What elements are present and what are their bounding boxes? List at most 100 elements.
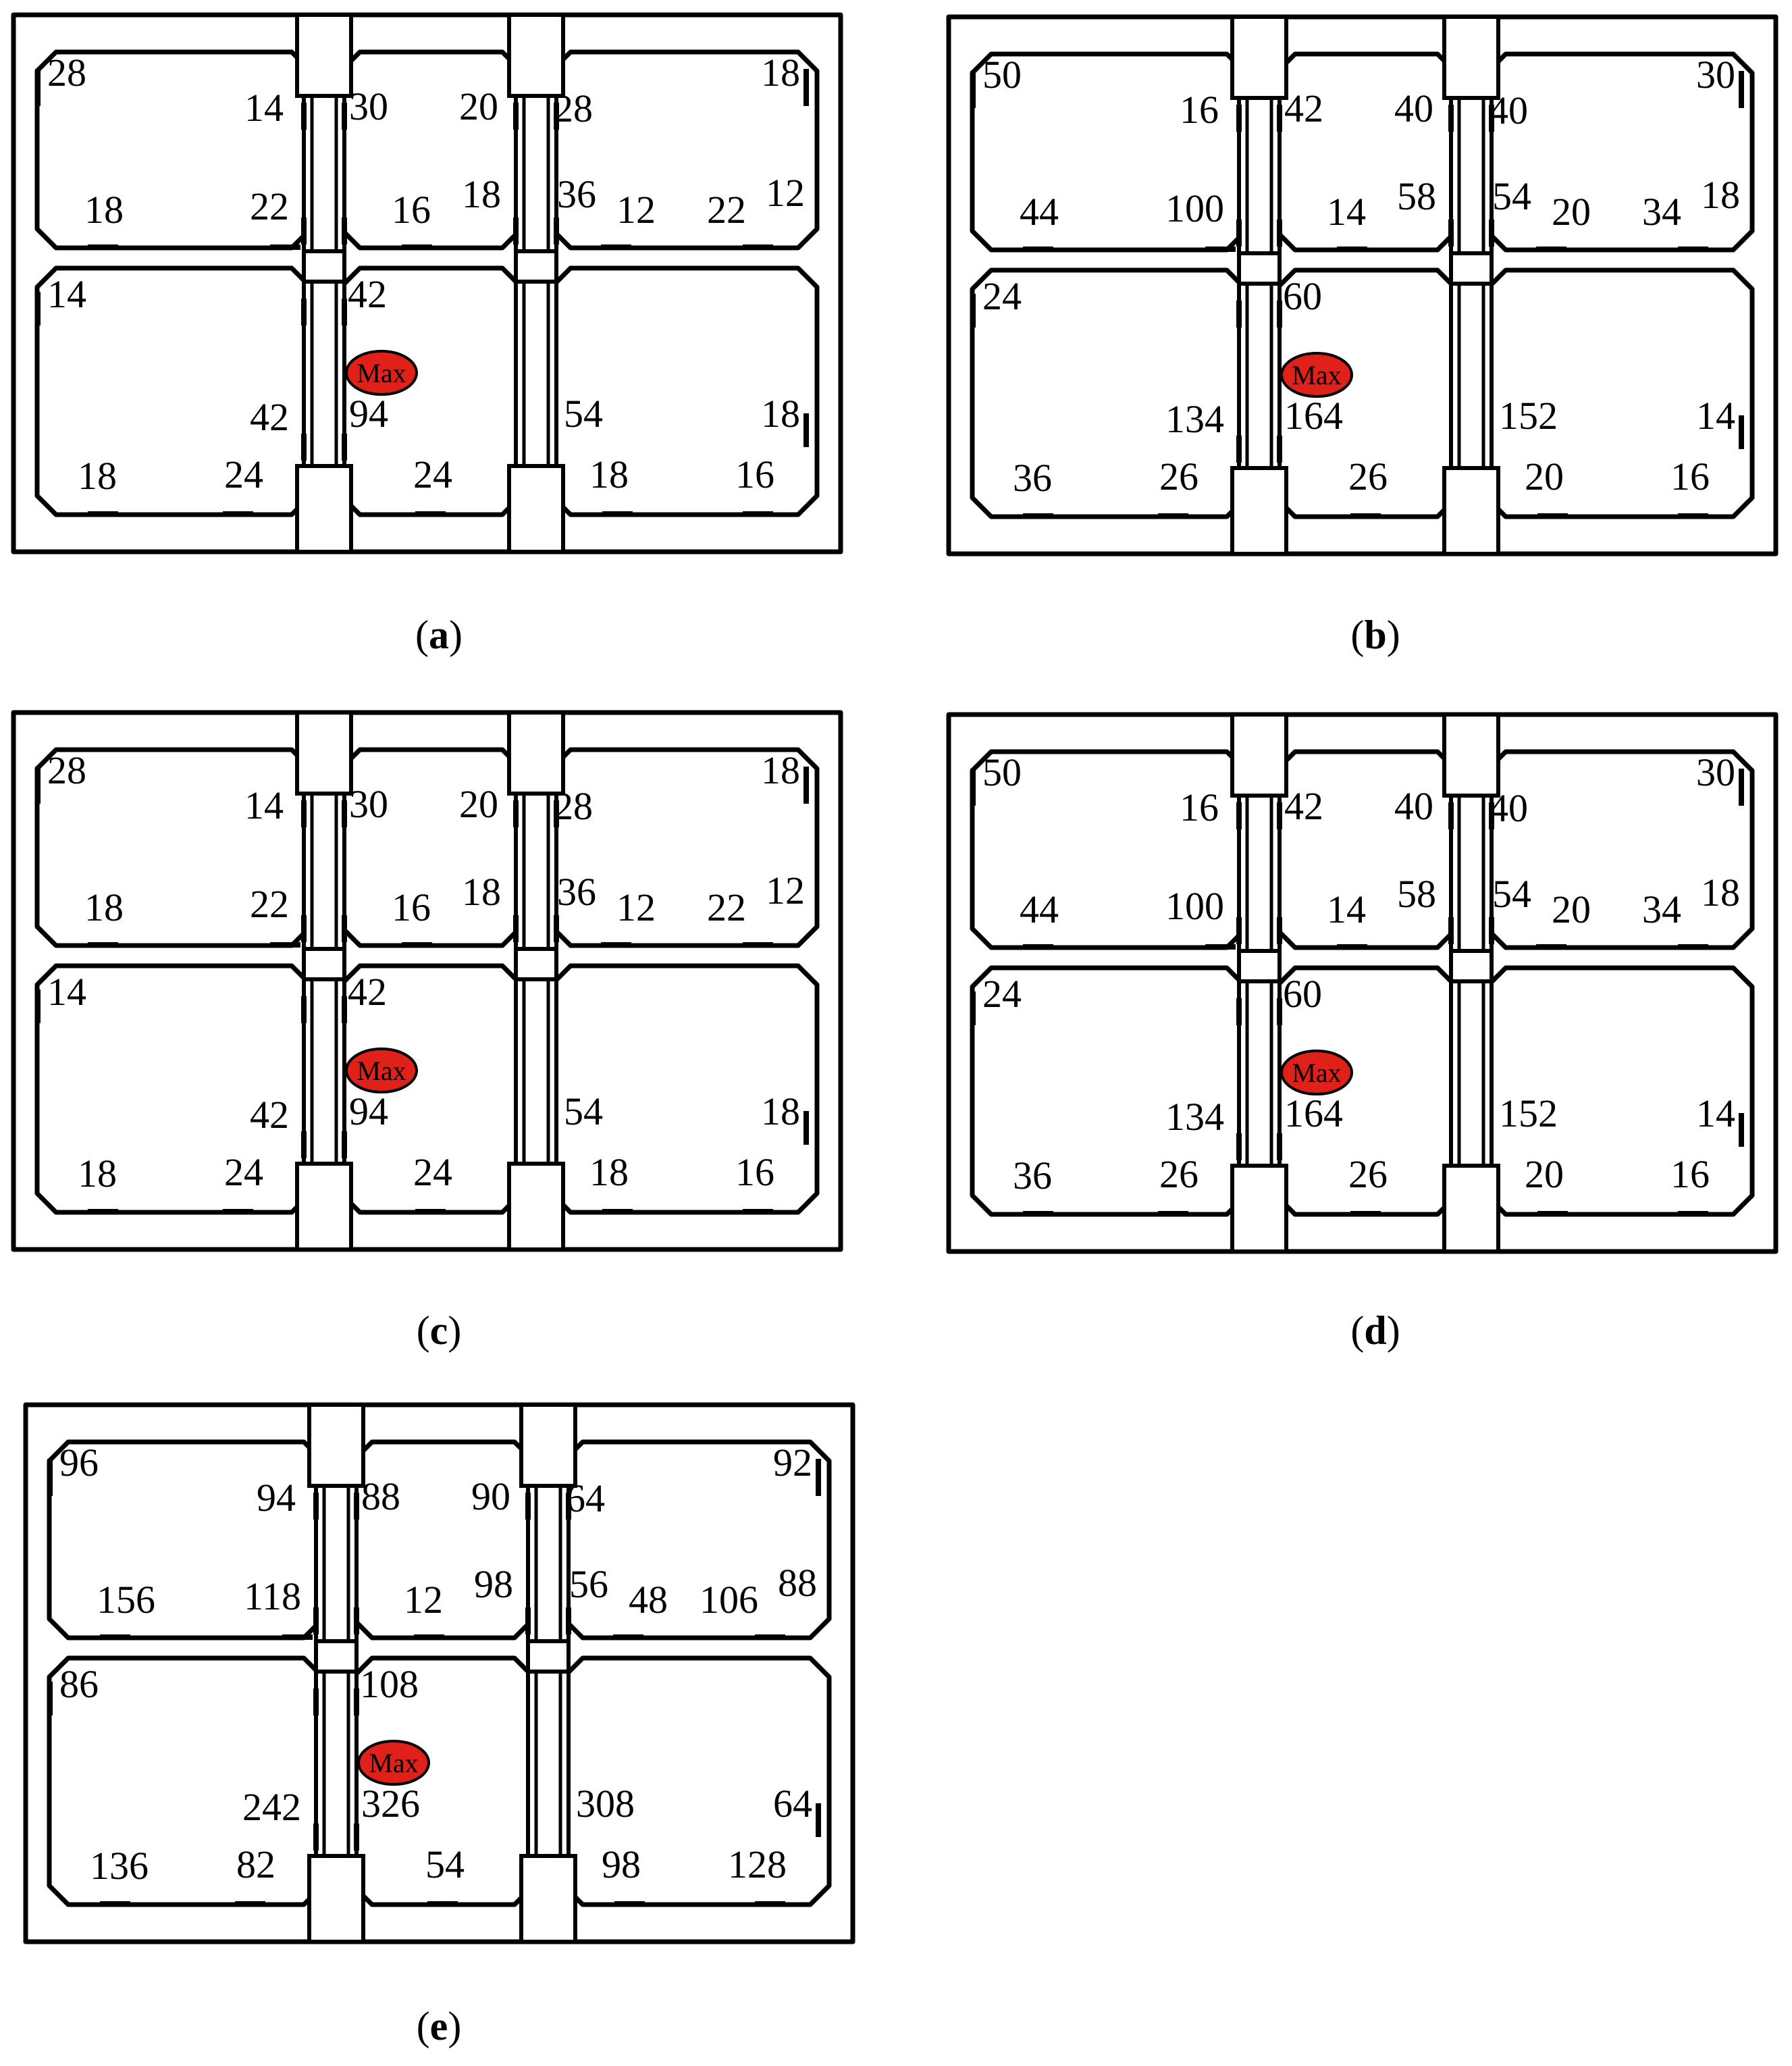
measurement-label: 26 — [1348, 1152, 1388, 1196]
gauge-mark — [282, 1634, 313, 1640]
measurement-label: 156 — [97, 1578, 155, 1622]
measurement-label: 16 — [735, 453, 774, 496]
cell-bottom-left — [970, 267, 1248, 519]
gauge-mark — [88, 1209, 118, 1214]
gauge-mark — [566, 1493, 571, 1520]
gauge-mark — [270, 942, 300, 948]
measurement-label: 40 — [1394, 784, 1433, 828]
gauge-mark — [1448, 105, 1454, 132]
cell-bottom-left — [34, 265, 313, 517]
measurement-label: 18 — [84, 885, 124, 929]
measurement-label: 94 — [349, 1089, 388, 1133]
gauge-mark — [601, 244, 631, 250]
gauge-mark — [301, 915, 307, 942]
measurement-label: 20 — [459, 84, 498, 128]
max-label: Max — [1292, 1058, 1341, 1088]
measurement-label: 128 — [728, 1842, 787, 1886]
measurement-label: 152 — [1499, 1091, 1558, 1135]
measurement-label: 30 — [349, 782, 388, 826]
measurement-label: 54 — [1492, 174, 1531, 218]
column-cap — [1230, 466, 1288, 556]
measurement-label: 28 — [47, 748, 86, 792]
max-marker: Max — [345, 350, 418, 396]
measurement-label: 12 — [616, 885, 656, 929]
measurement-label: 28 — [47, 51, 86, 95]
measurement-label: 40 — [1489, 88, 1528, 132]
gauge-mark — [88, 942, 118, 948]
measurement-label: 42 — [348, 272, 387, 316]
cell-top-middle — [350, 1439, 536, 1641]
gauge-mark — [1236, 998, 1242, 1025]
gauge-mark — [223, 1209, 253, 1214]
cell-top-middle — [338, 49, 524, 251]
column-cap — [1230, 713, 1288, 798]
gauge-mark — [235, 1901, 265, 1907]
gauge-mark — [1678, 944, 1708, 950]
gauge-mark — [1023, 247, 1053, 252]
measurement-label: 16 — [392, 885, 431, 929]
column-cap — [307, 1854, 365, 1944]
gauge-mark — [602, 511, 633, 517]
column-wall-left — [302, 94, 346, 530]
column-cap — [1237, 251, 1282, 286]
measurement-label: 48 — [629, 1578, 668, 1622]
gauge-mark — [1337, 247, 1367, 252]
measurement-label: 54 — [1492, 872, 1531, 916]
cell-top-middle — [338, 747, 524, 948]
gauge-mark — [35, 767, 41, 804]
measurement-label: 42 — [1284, 784, 1323, 828]
measurement-label: 54 — [564, 392, 603, 436]
column-cap — [314, 1639, 359, 1674]
measurement-label: 34 — [1642, 190, 1681, 234]
gauge-mark — [1448, 802, 1454, 829]
measurement-label: 18 — [462, 870, 501, 914]
measurement-label: 136 — [90, 1844, 149, 1888]
gauge-mark — [1023, 944, 1053, 950]
gauge-mark — [1236, 436, 1242, 463]
measurement-label: 308 — [576, 1782, 635, 1826]
measurement-label: 24 — [224, 1150, 263, 1194]
measurement-label: 82 — [236, 1842, 275, 1886]
cell-bottom-left — [970, 965, 1248, 1217]
gauge-mark — [313, 1607, 319, 1634]
gauge-mark — [803, 69, 809, 106]
column-cap — [507, 13, 565, 98]
gauge-mark — [88, 511, 118, 517]
column-cap — [295, 1162, 353, 1251]
gauge-mark — [513, 915, 519, 942]
gauge-mark — [1277, 802, 1282, 829]
cell-top-middle — [1273, 749, 1459, 950]
column-wall-left — [1237, 96, 1282, 532]
column-cap — [519, 1403, 577, 1488]
measurement-label: 14 — [244, 783, 284, 827]
measurement-label: 18 — [589, 1150, 629, 1194]
measurement-label: 86 — [59, 1662, 99, 1706]
gauge-mark — [1536, 944, 1566, 950]
measurement-label: 50 — [982, 53, 1022, 97]
gauge-mark — [35, 989, 41, 1023]
gauge-mark — [301, 217, 307, 244]
column-cap — [1449, 251, 1494, 286]
gauge-mark — [1489, 219, 1494, 247]
gauge-mark — [313, 1688, 319, 1715]
gauge-mark — [1277, 917, 1282, 944]
max-label: Max — [357, 1056, 406, 1086]
gauge-mark — [1236, 1133, 1242, 1160]
gauge-mark — [415, 511, 446, 517]
measurement-label: 18 — [761, 1089, 800, 1133]
gauge-mark — [1205, 247, 1236, 252]
gauge-mark — [1236, 917, 1242, 944]
measurement-label: 28 — [554, 784, 593, 828]
measurement-label: 18 — [761, 392, 800, 436]
gauge-mark — [414, 1634, 444, 1640]
gauge-mark — [1739, 1113, 1744, 1147]
measurement-label: 28 — [554, 86, 593, 130]
measurement-label: 164 — [1284, 1091, 1343, 1135]
gauge-mark — [970, 991, 976, 1025]
gauge-mark — [301, 1131, 307, 1158]
gauge-mark — [354, 1493, 359, 1520]
max-label: Max — [369, 1748, 418, 1778]
gauge-mark — [1350, 1211, 1381, 1216]
column-wall-right — [514, 94, 558, 530]
